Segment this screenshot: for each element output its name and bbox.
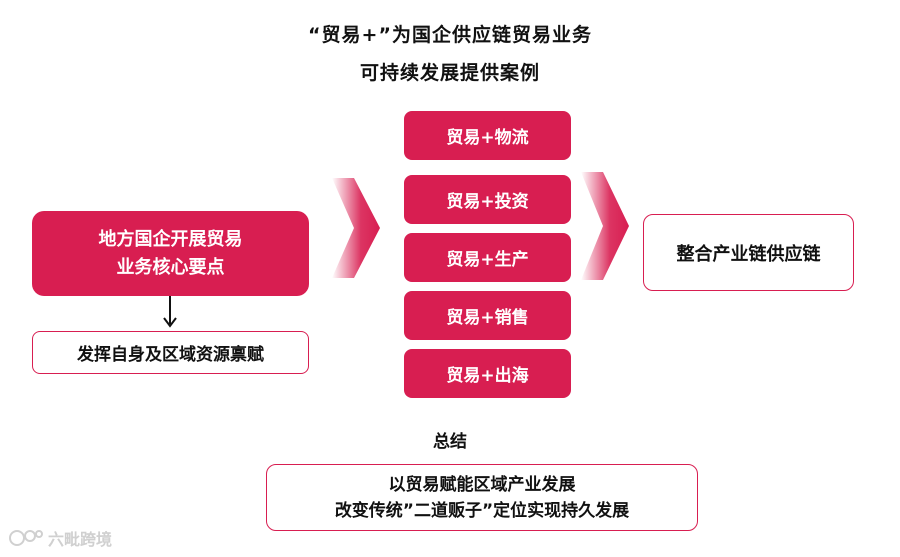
watermark-logo-icon [9,530,43,546]
summary-heading: 总结 [433,432,467,452]
combo-trade-sales: 贸易+销售 [404,291,571,340]
combo-trade-logistics: 贸易+物流 [404,111,571,160]
right-arrow-icon [581,172,629,280]
resource-endowment-label: 发挥自身及区域资源禀赋 [77,345,264,365]
integrate-supply-chain-box: 整合产业链供应链 [643,214,854,291]
core-points-line2: 业务核心要点 [116,256,225,278]
combo-label: 贸易+投资 [446,192,529,212]
core-points-line1: 地方国企开展贸易 [98,228,243,250]
combo-label: 贸易+生产 [446,250,529,270]
core-points-box: 地方国企开展贸易 业务核心要点 [32,211,309,296]
summary-box: 以贸易赋能区域产业发展 改变传统”二道贩子”定位实现持久发展 [266,464,698,531]
resource-endowment-box: 发挥自身及区域资源禀赋 [32,331,309,374]
diagram-title-line2: 可持续发展提供案例 [359,62,540,84]
integrate-supply-chain-label: 整合产业链供应链 [676,243,821,265]
watermark-text: 六毗跨境 [48,530,113,549]
combo-trade-production: 贸易+生产 [404,233,571,282]
combo-label: 贸易+出海 [446,366,529,386]
summary-line1: 以贸易赋能区域产业发展 [388,474,576,495]
summary-line2: 改变传统”二道贩子”定位实现持久发展 [334,500,630,521]
combo-label: 贸易+物流 [446,128,529,148]
right-arrow-icon [332,178,380,278]
watermark: 六毗跨境 [8,526,112,550]
diagram-title-line1: “贸易+”为国企供应链贸易业务 [308,24,592,46]
combo-trade-overseas: 贸易+出海 [404,349,571,398]
down-arrow-icon [163,296,177,328]
combo-trade-investment: 贸易+投资 [404,175,571,224]
combo-label: 贸易+销售 [446,308,529,328]
